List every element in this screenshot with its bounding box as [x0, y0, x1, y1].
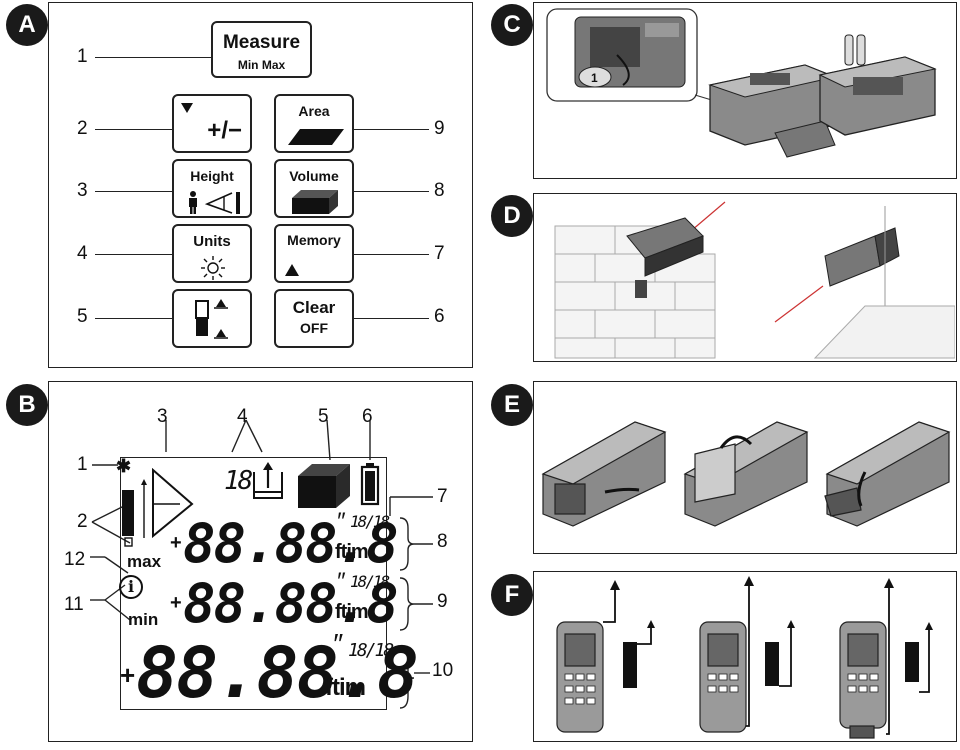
triangle-up-icon	[285, 264, 299, 276]
panel-b-leaders	[90, 419, 433, 709]
panel-e-badge: E	[491, 384, 533, 426]
callout-b-11: 11	[64, 594, 84, 615]
line3-frac: 18/18	[348, 640, 394, 661]
battery-icon	[360, 463, 380, 506]
memory-key-label: Memory	[287, 232, 341, 248]
panel-c-badge: C	[491, 4, 533, 46]
min-label: min	[128, 610, 159, 629]
leader-a-8	[330, 191, 429, 192]
callout-b-2: 2	[77, 511, 88, 532]
line1-digits: 88.88.8	[183, 512, 399, 575]
measure-key: Measure Min Max	[211, 21, 312, 78]
small-segment-display: 18	[224, 466, 253, 496]
callout-a-6: 6	[434, 306, 445, 327]
line2-unit: ftim	[335, 601, 369, 623]
area-key-label: Area	[298, 103, 330, 119]
line2-digits: 88.88.8	[183, 572, 399, 635]
line3-plus: +	[120, 660, 136, 690]
callout-b-12: 12	[64, 549, 86, 570]
tilt-key	[172, 289, 252, 348]
line2-plus: +	[170, 592, 182, 614]
tilt-icon	[195, 299, 228, 339]
callout-b-9: 9	[437, 591, 448, 612]
reference-end-icon	[253, 462, 283, 499]
leader-a-1	[95, 57, 211, 58]
panel-a-badge: A	[6, 4, 48, 46]
leader-a-4	[95, 254, 175, 255]
person-icon	[189, 191, 197, 214]
angle-icon	[204, 192, 240, 214]
callout-b-4: 4	[237, 406, 248, 427]
callout-a-2: 2	[77, 118, 88, 139]
leader-a-3	[95, 191, 179, 192]
callout-a-5: 5	[77, 306, 88, 327]
svg-text:1: 1	[591, 71, 598, 85]
callout-b-3: 3	[157, 406, 168, 427]
info-icon: i	[119, 575, 143, 599]
panel-f-badge: F	[491, 574, 533, 616]
callout-b-8: 8	[437, 531, 448, 552]
area-icon	[288, 129, 344, 145]
sun-icon	[201, 256, 225, 280]
leader-a-5	[95, 318, 175, 319]
reference-edge-illustration	[554, 201, 955, 359]
callout-a-7: 7	[434, 243, 445, 264]
units-key-label: Units	[193, 233, 231, 250]
units-key: Units	[172, 224, 252, 283]
clear-key-label: Clear	[292, 298, 336, 317]
leader-a-6	[330, 318, 429, 319]
leader-a-2	[95, 129, 179, 130]
reference-triangle-icon	[152, 468, 194, 538]
callout-b-10: 10	[432, 660, 454, 681]
line2-frac: 18/18	[350, 572, 390, 591]
line3-digits: 88.88.8	[136, 632, 419, 714]
line1-inch: ″	[336, 508, 345, 535]
callout-b-6: 6	[362, 406, 373, 427]
callout-a-3: 3	[77, 180, 88, 201]
snowflake-icon: ✱	[116, 456, 132, 476]
callout-b-7: 7	[437, 486, 448, 507]
line2-inch: ″	[336, 568, 345, 595]
volume-box-display-icon	[298, 464, 350, 508]
volume-key: Volume	[274, 159, 354, 218]
leader-a-9	[325, 129, 429, 130]
measure-key-label: Measure	[222, 32, 301, 53]
panel-b-badge: B	[6, 384, 48, 426]
memory-key: Memory	[274, 224, 354, 283]
plus-minus-label: +/−	[207, 117, 242, 144]
callout-a-9: 9	[434, 118, 445, 139]
volume-box-icon	[292, 190, 338, 214]
line1-plus: +	[170, 532, 182, 554]
max-label: max	[127, 552, 162, 571]
clear-key: Clear OFF	[274, 289, 354, 348]
callout-b-5: 5	[318, 406, 329, 427]
clear-key-sub: OFF	[300, 320, 328, 336]
panel-b-display	[48, 381, 473, 742]
tilt-bar-icon	[122, 479, 147, 547]
line1-unit: ftim	[335, 541, 369, 563]
height-key: Height	[172, 159, 252, 218]
callout-a-1: 1	[77, 46, 88, 67]
plus-minus-key: +/−	[172, 94, 252, 153]
callout-b-1: 1	[77, 454, 88, 475]
area-key: Area	[274, 94, 354, 153]
triangle-down-icon	[181, 103, 193, 113]
callout-a-4: 4	[77, 243, 88, 264]
line3-unit: ftim	[325, 674, 366, 701]
volume-key-label: Volume	[289, 168, 339, 184]
panel-d-badge: D	[491, 195, 533, 237]
height-key-label: Height	[190, 168, 234, 184]
battery-compartment-illustration: 1	[546, 8, 937, 158]
line1-frac: 18/18	[350, 512, 390, 531]
reference-modes-illustration	[556, 576, 933, 739]
leader-a-7	[330, 254, 429, 255]
end-piece-illustration	[541, 421, 951, 527]
callout-a-8: 8	[434, 180, 445, 201]
measure-key-sub: Min Max	[237, 58, 286, 72]
line3-inch: ″	[332, 628, 342, 659]
